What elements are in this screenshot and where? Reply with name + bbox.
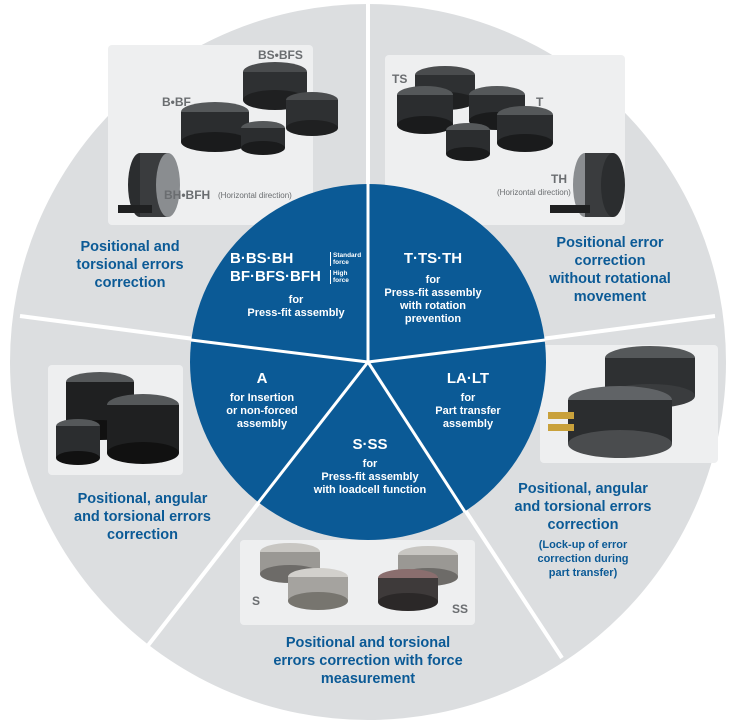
- label-bh-bfh-note: (Horizontal direction): [218, 191, 292, 200]
- photo-la-lt: [540, 345, 718, 463]
- label-t: T: [536, 95, 544, 109]
- desc-a: Positional, angular and torsional errors…: [74, 491, 211, 543]
- label-th-note: (Horizontal direction): [497, 188, 571, 197]
- label-b-bf: B•BF: [162, 95, 191, 109]
- hub-a: A for Insertion or non-forced assembly: [226, 370, 298, 430]
- photo-a: [48, 365, 183, 475]
- photo-t-ts-th: [385, 55, 625, 225]
- note-la-lt: (Lock-up of error correction during part…: [537, 539, 629, 579]
- label-ss: SS: [452, 602, 469, 616]
- label-bs-bfs: BS•BFS: [258, 48, 303, 62]
- label-th: TH: [551, 172, 567, 186]
- label-ts: TS: [392, 72, 408, 86]
- hub-b-bs-bh-line2: BF·BFS·BFH: [230, 268, 321, 285]
- high-force-note: High force: [330, 270, 349, 284]
- photo-b-bs-bh: [108, 45, 338, 225]
- label-bh-bfh: BH•BFH: [164, 188, 211, 202]
- label-s: S: [252, 594, 261, 608]
- hub-dividers: [190, 184, 546, 513]
- desc-s-ss: Positional and torsional errors correcti…: [273, 635, 463, 687]
- hub-b-bs-bh-line1: B·BS·BH: [230, 250, 294, 267]
- hub-t-ts-th: T·TS·TH for Press-fit assembly with rota…: [384, 250, 482, 325]
- hub-s-ss: S·SS for Press-fit assembly with loadcel…: [313, 436, 427, 496]
- hub-b-bs-bh: B·BS·BH Standard force BF·BFS·BFH High f…: [230, 250, 362, 319]
- photo-s-ss: [240, 540, 475, 625]
- standard-force-note: Standard force: [330, 252, 361, 266]
- desc-t-ts-th: Positional error correction without rota…: [549, 235, 671, 305]
- desc-b-bs-bh: Positional and torsional errors correcti…: [76, 239, 184, 291]
- hub-la-lt: LA·LT for Part transfer assembly: [435, 370, 501, 430]
- desc-la-lt: Positional, angular and torsional errors…: [514, 481, 652, 533]
